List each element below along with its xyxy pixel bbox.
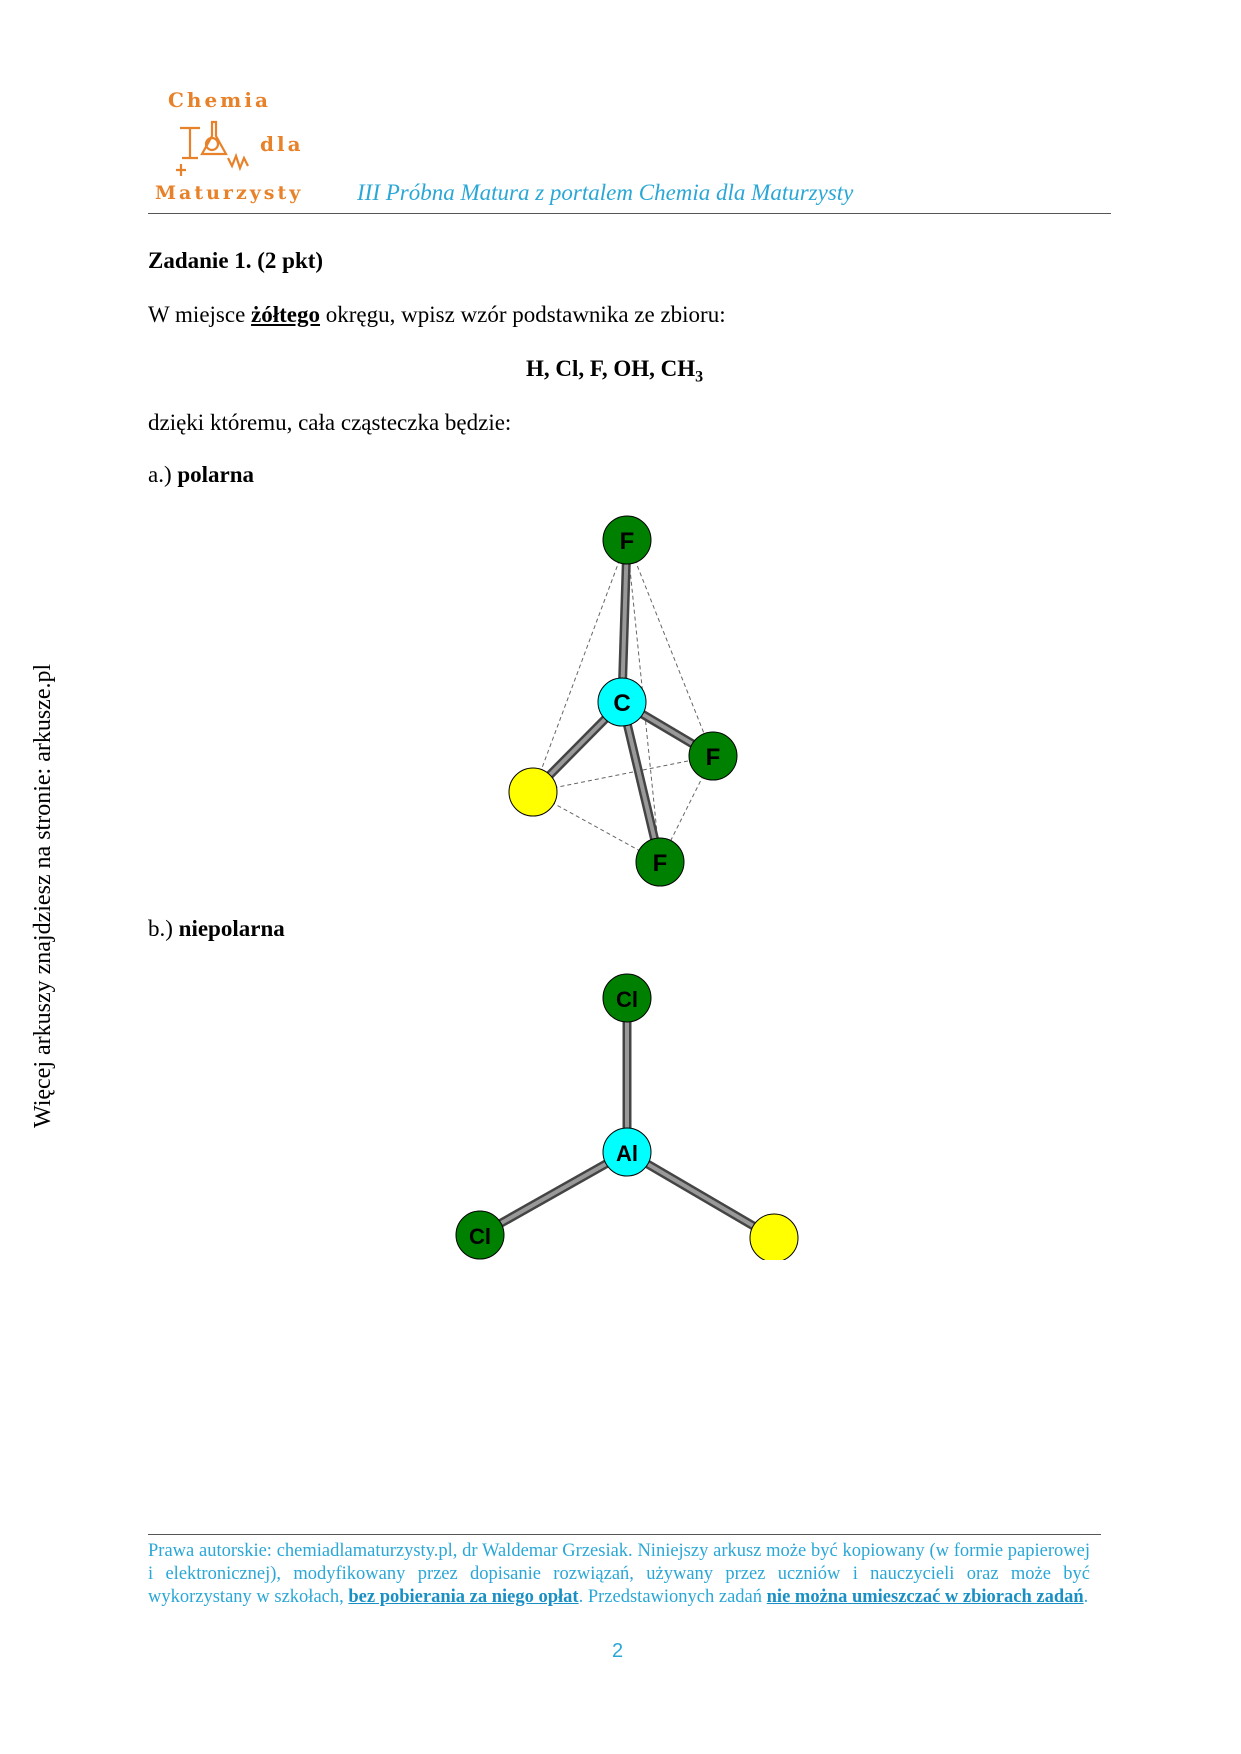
atom-f-top: F — [602, 515, 652, 565]
substituent-set: H, Cl, F, OH, CH3 — [526, 356, 703, 387]
atom-f-right: F — [688, 731, 738, 781]
atom-f-bottom-label: F — [653, 850, 668, 877]
footer-text-2: . Przedstawionych zadań — [578, 1587, 767, 1607]
atom-c-center: C — [597, 677, 647, 727]
part-b-text: niepolarna — [178, 916, 285, 941]
page-number: 2 — [612, 1640, 624, 1662]
instruction-prefix: W miejsce — [148, 302, 252, 327]
atom-cl-left-label: Cl — [469, 1224, 491, 1249]
footer-text-3: . — [1083, 1587, 1089, 1607]
molecule-b-bonds — [475, 993, 779, 1243]
instruction-suffix: okręgu, wpisz wzór podstawnika ze zbioru… — [320, 302, 726, 327]
footer-divider — [148, 1534, 1101, 1535]
header-divider — [148, 213, 1111, 214]
atom-f-bottom: F — [635, 837, 685, 887]
part-b-label: b.) niepolarna — [148, 916, 285, 942]
logo-text-line3: Maturzysty — [155, 182, 304, 204]
formula-subscript: 3 — [695, 368, 704, 386]
logo: Chemia dla Maturzysty — [150, 82, 320, 212]
footer-copyright: Prawa autorskie: chemiadlamaturzysty.pl,… — [148, 1540, 1090, 1609]
logo-text-line1: Chemia — [168, 88, 271, 112]
atom-f-top-label: F — [620, 528, 635, 555]
atom-cl-top-label: Cl — [616, 987, 638, 1012]
footer-text-1: Prawa autorskie: chemiadlamaturzysty.pl,… — [148, 1541, 1090, 1607]
footer-link-no-collections[interactable]: nie można umieszczać w zbiorach zadań — [766, 1587, 1084, 1607]
task-line2: dzięki któremu, cała cząsteczka będzie: — [148, 410, 512, 435]
logo-text-line2: dla — [260, 132, 304, 156]
lab-glassware-logo-icon — [176, 120, 249, 176]
header-title: III Próbna Matura z portalem Chemia dla … — [357, 180, 854, 205]
atom-al-label: Al — [616, 1141, 638, 1166]
part-a-text: polarna — [177, 462, 255, 487]
atom-cl-top: Cl — [602, 973, 652, 1023]
part-a-label: a.) polarna — [148, 462, 254, 488]
formula-main: H, Cl, F, OH, CH — [526, 356, 696, 381]
molecule-a-diagram: F C F F — [508, 515, 738, 887]
task-title: Zadanie 1. (2 pkt) — [148, 248, 324, 273]
instruction-highlight: żółtego — [251, 302, 321, 327]
atom-c-label: C — [613, 690, 630, 717]
atom-yellow-left — [508, 767, 558, 817]
part-a-prefix: a.) — [148, 462, 178, 487]
task-instruction: W miejsce żółtego okręgu, wpisz wzór pod… — [148, 302, 726, 328]
part-b-prefix: b.) — [148, 916, 179, 941]
footer-link-no-fees[interactable]: bez pobierania za niego opłat — [348, 1587, 579, 1607]
atom-f-right-label: F — [706, 744, 721, 771]
atom-cl-left: Cl — [455, 1210, 505, 1260]
molecule-b-diagram: Cl Al Cl — [455, 973, 799, 1260]
atom-yellow-right — [749, 1213, 799, 1260]
atom-al-center: Al — [602, 1127, 652, 1177]
